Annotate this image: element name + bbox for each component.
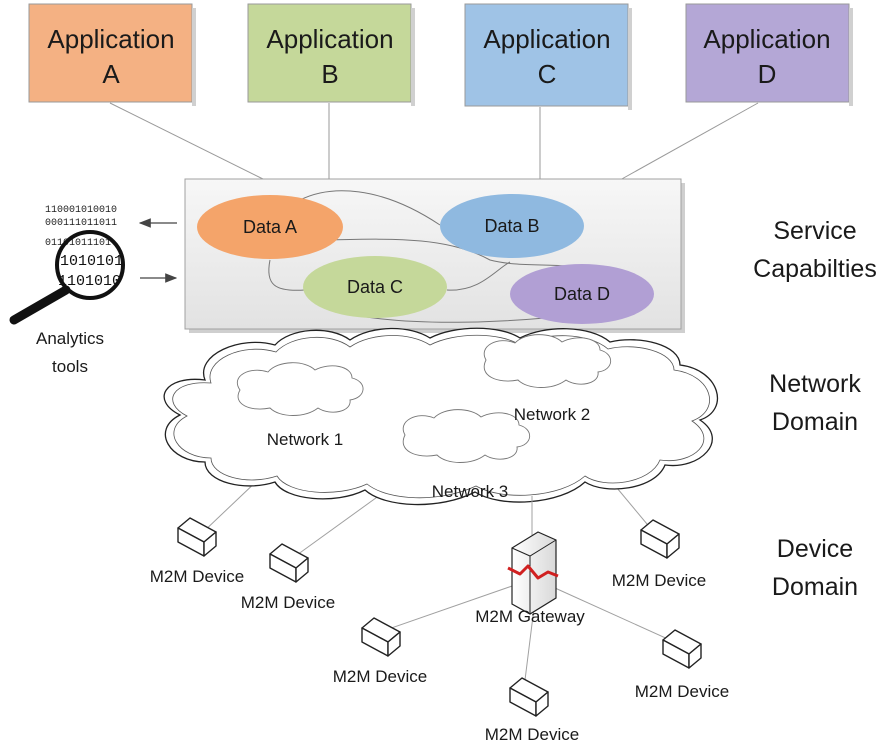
magnifier-handle-icon	[9, 285, 71, 325]
m2m-device-3: M2M Device	[612, 519, 706, 590]
gateway-label: M2M Gateway	[475, 607, 585, 626]
network-2-cloud	[483, 334, 612, 388]
data-b-label: Data B	[484, 216, 539, 236]
application-b-title: Application	[266, 24, 393, 54]
m2m-device-4: M2M Device	[333, 617, 427, 686]
data-a-label: Data A	[243, 217, 297, 237]
analytics-tools: 110001010010 000111011011 01101011101 10…	[9, 205, 178, 376]
data-d-node	[510, 264, 654, 324]
binary-line-2: 000111011011	[45, 218, 117, 229]
m2m-device-1: M2M Device	[150, 517, 244, 586]
application-d-letter: D	[758, 59, 777, 89]
data-a-node	[197, 195, 343, 259]
analytics-label-line2: tools	[52, 357, 88, 376]
device-2-label: M2M Device	[241, 593, 335, 612]
connector-app-d	[619, 102, 759, 181]
binary-line-5: 1101010	[58, 273, 121, 290]
data-b-node	[440, 194, 584, 258]
device-6-label: M2M Device	[485, 725, 579, 744]
inner-cloud-stroke	[172, 334, 710, 499]
m2m-device-2: M2M Device	[241, 543, 335, 612]
network-1-cloud	[237, 362, 364, 416]
device-box-icon	[640, 519, 680, 559]
device-box-icon	[662, 629, 702, 669]
connector-app-a	[109, 102, 266, 181]
application-d: Application D	[685, 3, 853, 106]
application-a-box	[28, 3, 193, 103]
application-d-box	[685, 3, 850, 103]
application-a-letter: A	[102, 59, 120, 89]
analytics-label-line1: Analytics	[36, 329, 104, 348]
network-label-line1: Network	[769, 370, 861, 398]
device-4-label: M2M Device	[333, 667, 427, 686]
magnifier-lens-icon	[55, 230, 125, 300]
binary-line-3: 01101011101	[45, 238, 111, 249]
application-a-title: Application	[47, 24, 174, 54]
device-connectors	[199, 477, 671, 681]
network-2-label: Network 2	[514, 405, 591, 424]
domain-labels: Service Capabilties Network Domain Devic…	[753, 217, 877, 601]
application-b-box	[247, 3, 412, 103]
network-1-label: Network 1	[267, 430, 344, 449]
m2m-device-6: M2M Device	[485, 677, 579, 744]
device-label-line2: Domain	[772, 573, 858, 601]
binary-line-4: 1010101	[60, 253, 123, 270]
device-1-label: M2M Device	[150, 567, 244, 586]
device-box-icon	[269, 543, 309, 583]
gateway-lightning-icon	[507, 564, 559, 580]
device-box-icon	[509, 677, 549, 717]
device-label-line1: Device	[777, 535, 853, 563]
application-c-box	[464, 3, 629, 107]
application-c: Application C	[464, 3, 632, 110]
application-b: Application B	[247, 3, 415, 106]
data-c-node	[303, 256, 447, 318]
application-connectors	[109, 102, 759, 181]
m2m-device-5: M2M Device	[635, 629, 729, 701]
application-d-title: Application	[703, 24, 830, 54]
m2m-gateway: M2M Gateway	[475, 531, 585, 626]
network-cloud: Network 1 Network 2 Network 3	[163, 327, 718, 506]
application-b-letter: B	[321, 59, 338, 89]
device-3-label: M2M Device	[612, 571, 706, 590]
application-a: Application A	[28, 3, 196, 106]
network-label-line2: Domain	[772, 408, 858, 436]
data-c-label: Data C	[347, 277, 403, 297]
data-d-label: Data D	[554, 284, 610, 304]
application-c-title: Application	[483, 24, 610, 54]
service-capabilities-panel: Data A Data B Data C Data D	[184, 178, 685, 333]
device-box-icon	[361, 617, 401, 657]
device-5-label: M2M Device	[635, 682, 729, 701]
service-label-line1: Service	[773, 217, 856, 245]
device-box-icon	[177, 517, 217, 557]
service-label-line2: Capabilties	[753, 255, 877, 283]
network-3-label: Network 3	[432, 482, 509, 501]
application-c-letter: C	[538, 59, 557, 89]
network-3-cloud	[402, 409, 531, 463]
binary-line-1: 110001010010	[45, 205, 117, 216]
